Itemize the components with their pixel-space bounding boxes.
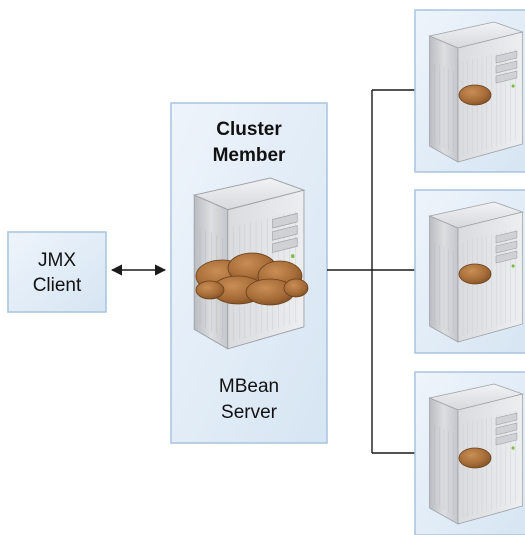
mbean-icon	[458, 263, 492, 285]
cluster-member-box: Cluster Member MBean Server	[170, 102, 328, 444]
mbean-server-label-line2: Server	[221, 402, 278, 423]
mbean-server-label-line1: MBean	[219, 376, 279, 397]
mbeans-icon	[195, 252, 309, 306]
cluster-connector	[327, 89, 415, 454]
cluster-member-title-line2: Member	[213, 145, 286, 166]
jmx-client-box: JMX Client	[7, 231, 107, 313]
cluster-member-box-bottom	[414, 371, 525, 535]
jmx-client-box-frame	[7, 231, 107, 313]
mbean-icon	[458, 84, 492, 106]
jmx-client-label-line1: JMX	[38, 250, 76, 271]
mbean-icon	[458, 447, 492, 469]
cluster-member-box-middle	[414, 189, 525, 354]
cluster-member-box-top	[414, 9, 525, 173]
jmx-client-label-line2: Client	[33, 275, 82, 296]
cluster-member-title-line1: Cluster	[216, 119, 282, 140]
